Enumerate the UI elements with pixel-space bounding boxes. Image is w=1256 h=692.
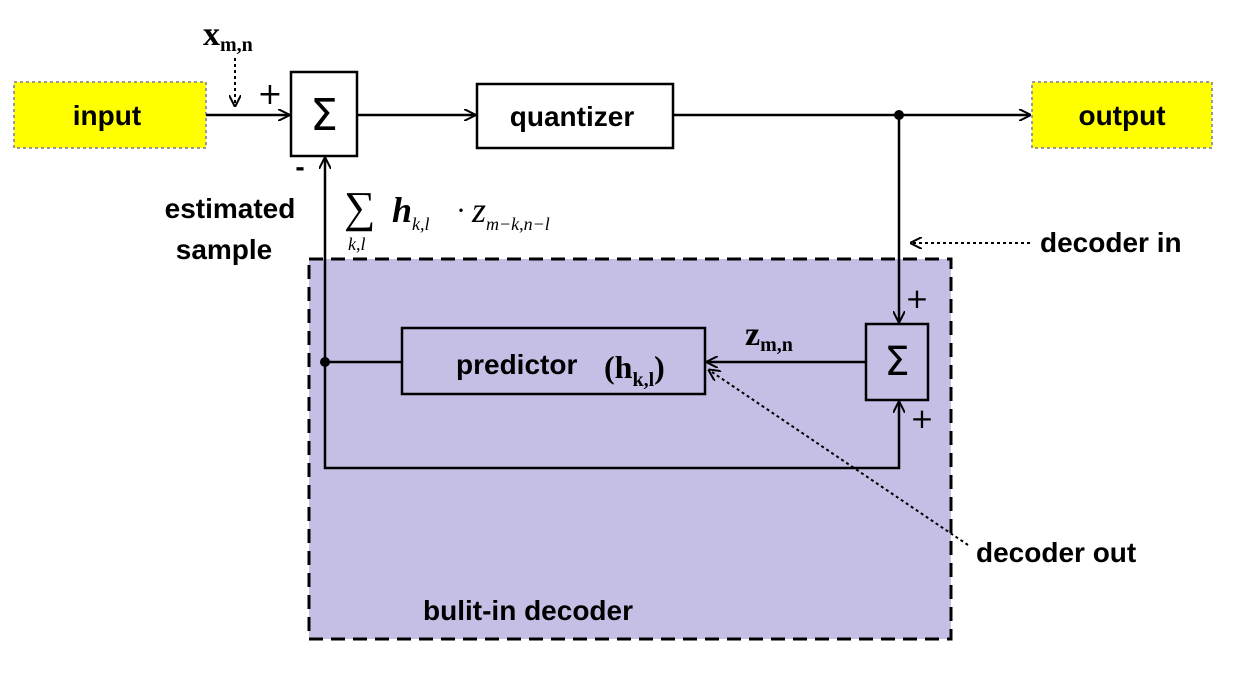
formula-sum: ∑ xyxy=(344,183,375,232)
sample-label: sample xyxy=(176,234,273,265)
input-label: input xyxy=(73,100,141,131)
predictor-label: predictor xyxy=(456,349,577,380)
plus-sign-bottom-top: + xyxy=(905,282,928,315)
formula-h: hk,l xyxy=(392,190,430,234)
formula-dot: · xyxy=(456,194,466,227)
builtin-decoder-label: bulit-in decoder xyxy=(423,595,633,626)
x-mn-label: xm,n xyxy=(203,16,253,56)
decoder-in-label: decoder in xyxy=(1040,227,1182,258)
estimated-label: estimated xyxy=(165,193,296,224)
plus-sign-top: + xyxy=(257,77,282,112)
input-block xyxy=(13,81,207,149)
predictor-block xyxy=(400,326,707,396)
summer-top xyxy=(289,70,359,158)
predictor-coef: (hk,l) xyxy=(604,349,665,391)
loop-back-arrow xyxy=(323,362,899,470)
quantizer-label: quantizer xyxy=(510,101,635,132)
minus-sign-top: - xyxy=(295,151,304,182)
output-label: output xyxy=(1078,100,1165,131)
estimate-formula: ∑ k,l hk,l · zm−k,n−l xyxy=(344,183,550,254)
summer-bottom xyxy=(864,322,930,402)
output-block xyxy=(1031,81,1213,149)
formula-z: zm−k,n−l xyxy=(471,190,550,234)
z-mn-label: zm,n xyxy=(745,316,793,356)
summer-top-symbol: Σ xyxy=(310,90,338,141)
summer-bottom-symbol: Σ xyxy=(884,339,909,385)
plus-sign-bottom-low: + xyxy=(910,402,933,435)
builtin-decoder-region xyxy=(307,257,953,641)
decoder-out-pointer xyxy=(709,370,969,546)
formula-sum-sub: k,l xyxy=(348,234,366,254)
decoder-out-label: decoder out xyxy=(976,537,1136,568)
